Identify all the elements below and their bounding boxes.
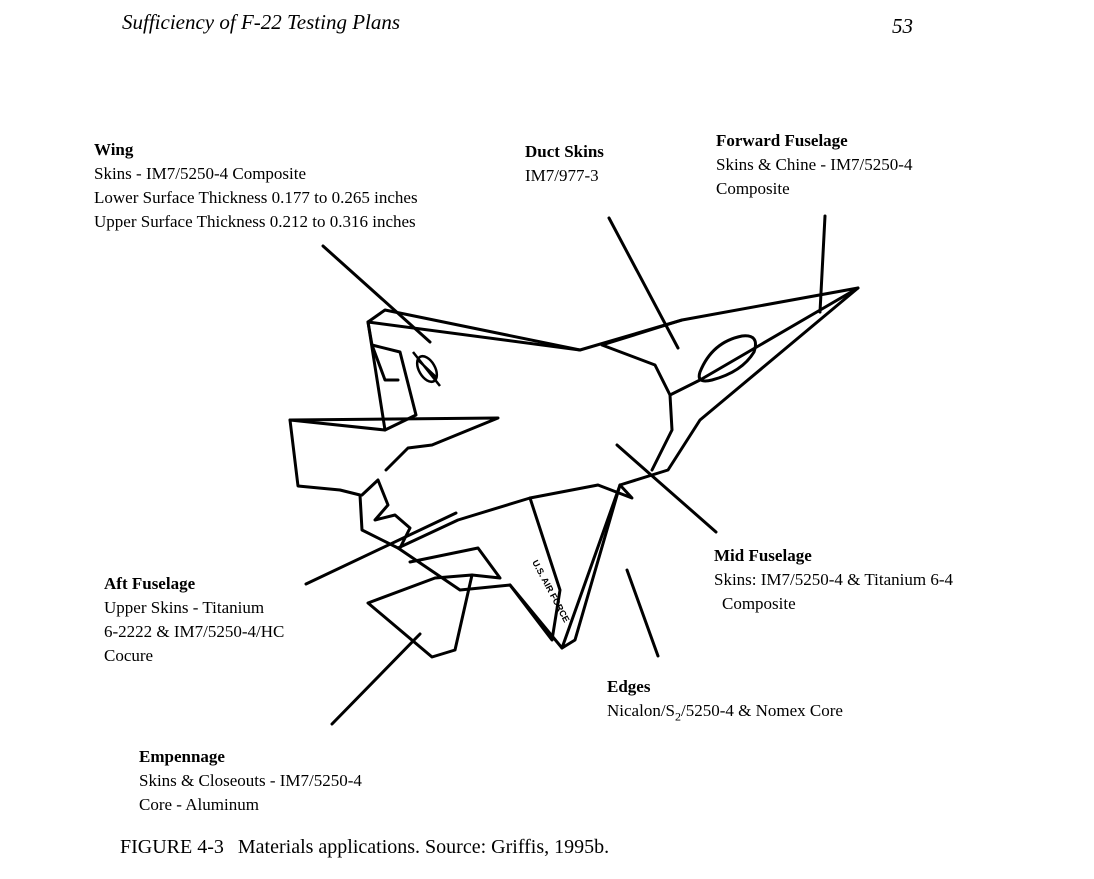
running-title: Sufficiency of F-22 Testing Plans	[122, 10, 401, 34]
mid-fuselage-leader-line	[615, 443, 718, 534]
wing-line-2: Lower Surface Thickness 0.177 to 0.265 i…	[94, 188, 418, 207]
forward-fuselage-line-1: Skins & Chine - IM7/5250-4	[716, 155, 913, 174]
duct-skins-title: Duct Skins	[525, 142, 604, 161]
national-insignia	[412, 351, 441, 387]
empennage-leader-line	[330, 632, 422, 726]
wing-title: Wing	[94, 140, 134, 159]
figure-caption-text: Materials applications. Source: Griffis,…	[237, 836, 610, 858]
lower-wing	[396, 496, 562, 642]
lower-wing-trailing-edge	[528, 483, 634, 500]
exhaust-nozzle	[360, 478, 412, 550]
edges-line-1-post: /5250-4 & Nomex Core	[681, 701, 843, 720]
edges-line-1: Nicalon/S2/5250-4 & Nomex Core	[607, 699, 843, 728]
mid-fuselage-line-1: Skins: IM7/5250-4 & Titanium 6-4	[714, 570, 953, 589]
air-force-marking: U.S. AIR FORCE	[530, 558, 571, 624]
canopy	[697, 334, 757, 383]
duct-skins-leader-line	[607, 216, 680, 350]
aft-fuselage-title: Aft Fuselage	[104, 574, 196, 593]
mid-fuselage-line-2: Composite	[722, 594, 796, 613]
empennage-title: Empennage	[139, 747, 225, 766]
vertical-tail-edge	[370, 343, 400, 382]
edges-line-1-pre: Nicalon/S	[607, 701, 675, 720]
mid-fuselage-title: Mid Fuselage	[714, 546, 812, 565]
page-number: 53	[892, 14, 913, 38]
empennage-callout: Empennage Skins & Closeouts - IM7/5250-4…	[139, 745, 362, 817]
lower-stabilizer	[366, 573, 474, 659]
mid-fuselage-callout: Mid Fuselage Skins: IM7/5250-4 & Titaniu…	[714, 544, 953, 616]
empennage-line-2: Core - Aluminum	[139, 795, 259, 814]
aft-fuselage-line-3: Cocure	[104, 646, 154, 665]
duct-skins-line-1: IM7/977-3	[525, 166, 599, 185]
forward-fuselage	[600, 318, 684, 472]
edges-callout: Edges Nicalon/S2/5250-4 & Nomex Core	[607, 675, 843, 728]
edges-leader-line	[625, 568, 660, 658]
figure-caption: FIGURE 4-3 Materials applications. Source…	[120, 836, 609, 859]
forward-fuselage-line-2: Composite	[716, 179, 790, 198]
empennage-line-1: Skins & Closeouts - IM7/5250-4	[139, 771, 362, 790]
aft-fuselage-line-1: Upper Skins - Titanium	[104, 598, 265, 617]
aft-fuselage-inner	[408, 546, 502, 580]
aft-fuselage-leader-line	[304, 511, 458, 586]
wing-leading-edge	[366, 308, 582, 352]
duct-skins-callout: Duct Skins IM7/977-3	[525, 140, 604, 188]
horizontal-stabilizer	[288, 416, 500, 472]
forward-fuselage-callout: Forward Fuselage Skins & Chine - IM7/525…	[716, 129, 912, 201]
wing-leader-line	[321, 244, 432, 344]
edges-title: Edges	[607, 677, 651, 696]
airframe-outline	[288, 286, 860, 650]
forward-fuselage-title: Forward Fuselage	[716, 131, 848, 150]
aft-fuselage-callout: Aft Fuselage Upper Skins - Titanium 6-22…	[104, 572, 284, 668]
figure-number: FIGURE 4-3	[120, 836, 224, 858]
wing-callout: Wing Skins - IM7/5250-4 Composite Lower …	[94, 138, 418, 234]
wing-line-3: Upper Surface Thickness 0.212 to 0.316 i…	[94, 212, 416, 231]
edge-strip	[560, 483, 622, 650]
edges-line-1-sub: 2	[675, 709, 681, 724]
aft-fuselage-line-2: 6-2222 & IM7/5250-4/HC	[104, 622, 285, 641]
forward-fuselage-leader-line	[818, 214, 827, 314]
wing-line-1: Skins - IM7/5250-4 Composite	[94, 164, 307, 183]
